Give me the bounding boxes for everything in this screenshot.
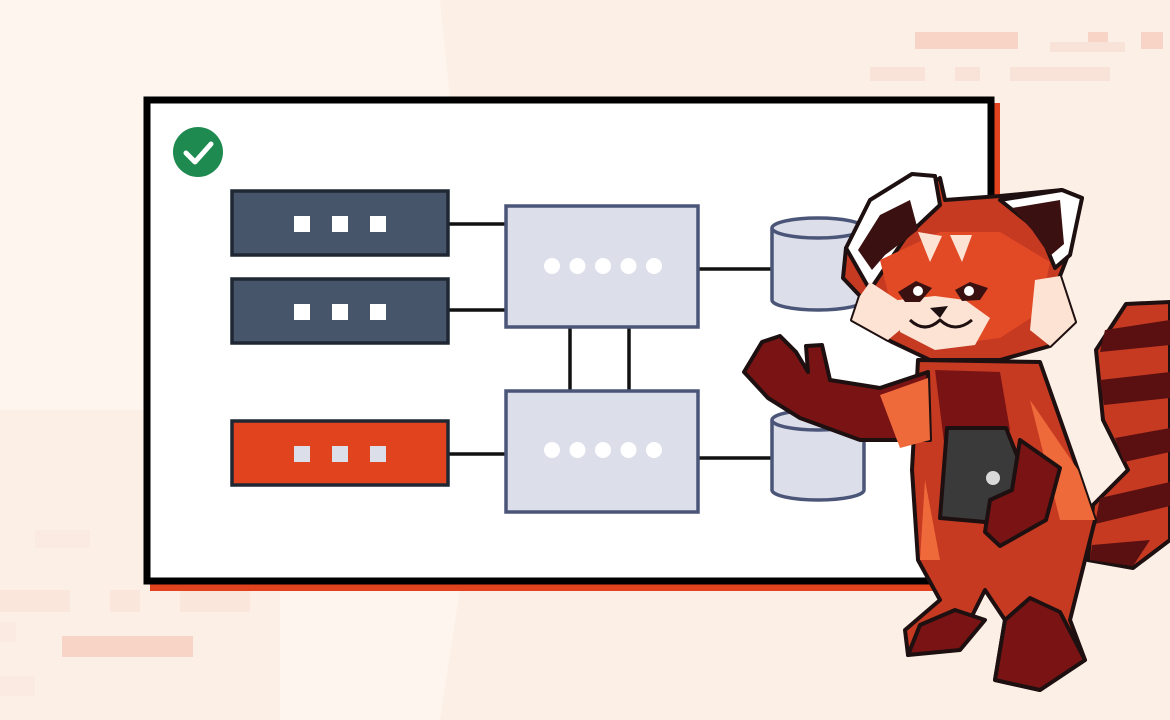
cluster-node bbox=[504, 204, 700, 329]
background-bar bbox=[110, 590, 140, 612]
node-dot bbox=[646, 258, 662, 274]
server-indicator bbox=[370, 446, 386, 462]
background-bar bbox=[915, 32, 1018, 49]
server-block bbox=[230, 189, 450, 257]
node-dot bbox=[646, 442, 662, 458]
server-indicator bbox=[294, 446, 310, 462]
node-dot bbox=[544, 442, 560, 458]
check-circle-icon bbox=[173, 127, 223, 177]
node-dot bbox=[595, 442, 611, 458]
background-bar bbox=[35, 530, 90, 548]
server-indicator bbox=[332, 216, 348, 232]
server-block bbox=[230, 277, 450, 345]
background-bar bbox=[955, 67, 980, 81]
server-indicator bbox=[332, 304, 348, 320]
server-indicator bbox=[370, 216, 386, 232]
node-dot bbox=[569, 442, 586, 458]
background-bar bbox=[1050, 42, 1125, 52]
background-bar bbox=[0, 622, 16, 642]
cluster-node bbox=[504, 389, 700, 514]
background-bar bbox=[0, 676, 35, 696]
server-block-alert bbox=[230, 419, 450, 487]
server-indicator bbox=[294, 216, 310, 232]
server-indicator bbox=[370, 304, 386, 320]
background-bar bbox=[1010, 67, 1110, 81]
node-dot bbox=[620, 442, 637, 458]
background-bar bbox=[870, 67, 925, 81]
node-dot bbox=[544, 258, 560, 274]
background-bar bbox=[180, 590, 250, 612]
background-bar bbox=[0, 590, 70, 612]
node-dot bbox=[569, 258, 586, 274]
background-bar bbox=[1141, 32, 1163, 49]
background-bar bbox=[62, 636, 193, 657]
red-panda-mascot bbox=[742, 172, 1170, 692]
server-indicator bbox=[294, 304, 310, 320]
server-indicator bbox=[332, 446, 348, 462]
node-dot bbox=[620, 258, 637, 274]
connector-lines bbox=[448, 222, 772, 460]
node-dot bbox=[595, 258, 611, 274]
